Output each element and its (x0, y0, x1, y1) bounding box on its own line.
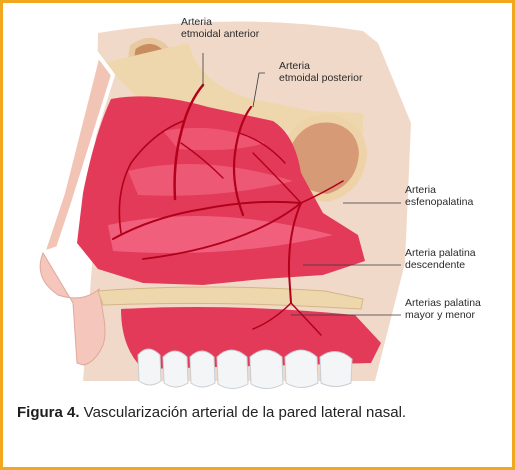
label-palatina-mayor-menor: Arterias palatina mayor y menor (405, 297, 484, 321)
figure-caption: Figura 4. Vascularización arterial de la… (17, 402, 497, 423)
caption-title: Figura 4. (17, 404, 80, 421)
label-palatina-descendente: Arteria palatina descendente (405, 247, 479, 271)
anatomy-illustration: Arteria etmoidal anterior Arteria etmoid… (3, 3, 512, 398)
label-esfenopalatina: Arteria esfenopalatina (405, 184, 473, 208)
label-etmoidal-anterior: Arteria etmoidal anterior (181, 16, 260, 40)
caption-text: Vascularización arterial de la pared lat… (80, 404, 407, 421)
